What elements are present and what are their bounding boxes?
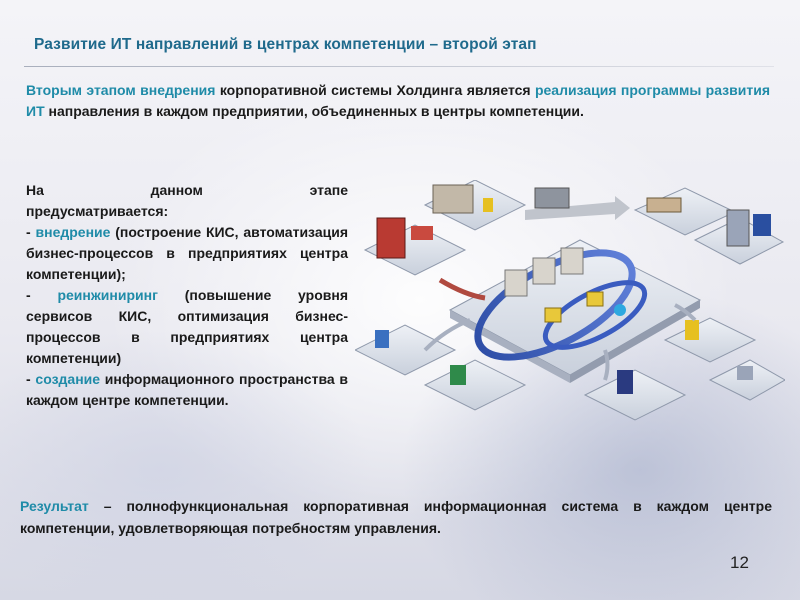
result-term: Результат <box>20 498 89 514</box>
item-prefix: - <box>26 371 36 387</box>
result-text: – полнофункциональная корпоративная инфо… <box>20 498 772 536</box>
item-text: (построение КИС, автоматизация бизнес-пр… <box>26 224 348 282</box>
item-term: создание <box>35 371 101 387</box>
intro-text-1: корпоративной системы Холдинга является <box>215 82 535 98</box>
enterprise-illustration <box>355 180 785 440</box>
stage-lead-2: предусматривается: <box>26 203 169 219</box>
stage-item-reengineering: - реинжиниринг (повышение уровня сервисо… <box>26 285 348 369</box>
item-term: реинжиниринг <box>57 287 158 303</box>
stage-item-creation: - создание информационного пространства … <box>26 369 348 411</box>
stage-lead: На данном этапе <box>26 182 348 198</box>
item-text: информационного пространства в каждом це… <box>26 371 348 408</box>
page-number: 12 <box>730 553 749 572</box>
slide-title: Развитие ИТ направлений в центрах компет… <box>34 36 537 53</box>
stage-item-implementation: - внедрение (построение КИС, автоматизац… <box>26 222 348 285</box>
intro-paragraph: Вторым этапом внедрения корпоративной си… <box>26 80 770 122</box>
title-divider <box>24 66 774 67</box>
item-term: внедрение <box>35 224 111 240</box>
isometric-factory-graphic <box>355 180 785 421</box>
item-prefix: - <box>26 224 36 240</box>
intro-text-2: направления в каждом предприятии, объеди… <box>44 103 584 119</box>
item-text: (повышение уровня сервисов КИС, оптимиза… <box>26 287 348 366</box>
item-prefix: - <box>26 287 58 303</box>
intro-highlight-2: реализация программы развития ИТ <box>26 82 770 119</box>
intro-highlight-1: Вторым этапом внедрения <box>26 82 216 98</box>
result-paragraph: Результат – полнофункциональная корпорат… <box>20 495 772 539</box>
stage-block: На данном этапе предусматривается: - вне… <box>26 180 348 411</box>
